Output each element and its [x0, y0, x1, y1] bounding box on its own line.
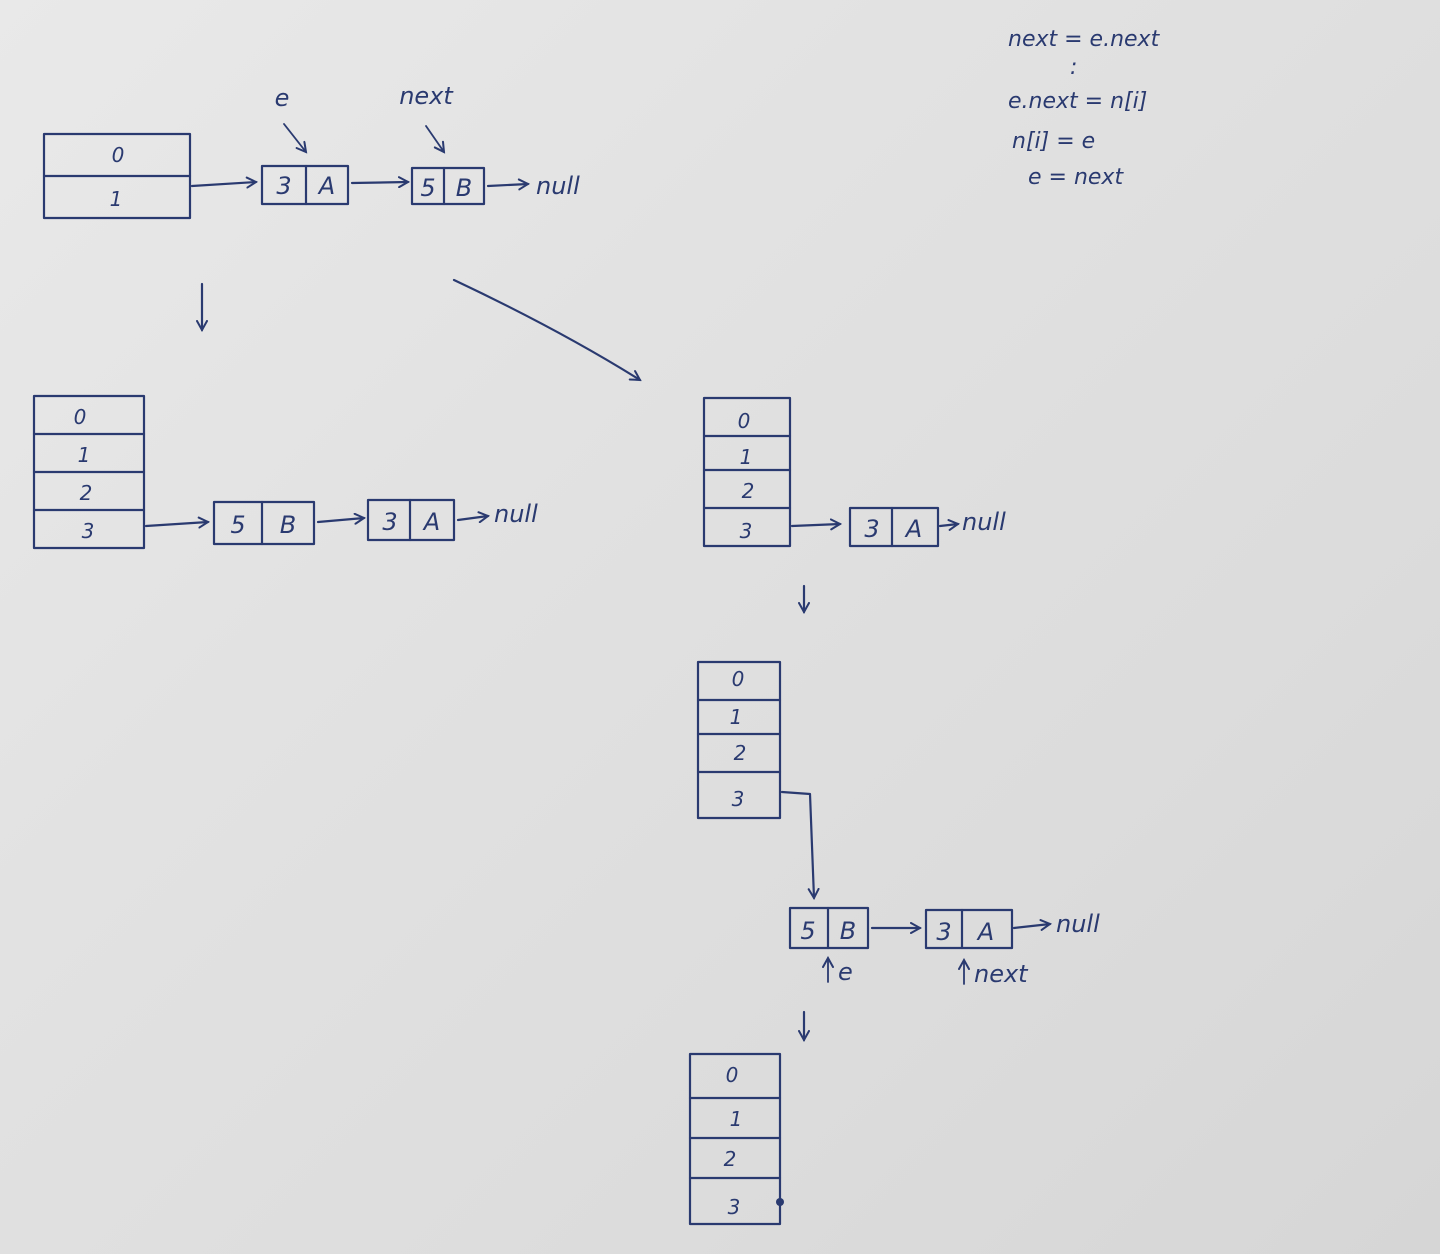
- right-step1-null-label: null: [962, 508, 1006, 536]
- top-link-arrow-1: [350, 182, 408, 183]
- right-step2-cell-0: 0: [732, 667, 745, 691]
- right-step1-node-3A: 3 A: [848, 506, 940, 548]
- right-step2-cell-1: 1: [730, 705, 743, 729]
- left-node-3A-value: A: [422, 508, 440, 536]
- right-step1-link-arrow: [938, 524, 958, 526]
- code-note-line-2: :: [1070, 55, 1077, 80]
- top-table-cell-1: 1: [110, 187, 123, 211]
- left-node-3A-key: 3: [382, 508, 397, 536]
- top-node-3A-value: A: [317, 172, 335, 200]
- left-node-5B-key: 5: [230, 511, 245, 539]
- right-step1-table: 0 1 2 3: [702, 396, 792, 548]
- right-step3-table: 0 1 2 3: [688, 1052, 784, 1226]
- right-step1-cell-2: 2: [742, 479, 755, 503]
- right-step2-node-5B-value: B: [840, 917, 856, 945]
- left-table: 0 1 2 3: [32, 394, 146, 550]
- code-note-line-5: e = next: [1028, 165, 1124, 190]
- left-null-label: null: [494, 500, 538, 528]
- left-table-cell-3: 3: [82, 519, 95, 543]
- top-link-arrow-2: [486, 184, 528, 186]
- right-step3-cell-1: 1: [730, 1107, 743, 1131]
- code-note-line-4: n[i] = e: [1012, 129, 1095, 154]
- left-table-cell-0: 0: [74, 405, 87, 429]
- right-step2-node-3A-value: A: [976, 918, 994, 946]
- top-node-3A: 3 A: [260, 164, 350, 206]
- left-table-cell-2: 2: [80, 481, 93, 505]
- top-node-5B-key: 5: [420, 174, 435, 202]
- right-step1-node-value: A: [904, 515, 922, 543]
- right-step3-cell-3: 3: [728, 1195, 741, 1219]
- right-step2-pointer-e-label: e: [838, 958, 853, 986]
- left-link-arrow-2: [456, 516, 488, 520]
- right-step2-table: 0 1 2 3: [696, 660, 782, 820]
- left-table-cell-1: 1: [78, 443, 91, 467]
- right-step2-cell-2: 2: [734, 741, 747, 765]
- right-step1-cell-3: 3: [740, 519, 753, 543]
- right-step2-link-arrow-2: [1012, 924, 1050, 928]
- right-step1-node-key: 3: [864, 515, 879, 543]
- right-step2-node-3A-key: 3: [936, 918, 951, 946]
- top-node-5B-value: B: [456, 174, 472, 202]
- right-step2-node-5B: 5 B: [788, 906, 870, 950]
- right-step1-cell-1: 1: [740, 445, 753, 469]
- top-node-3A-key: 3: [276, 172, 291, 200]
- right-step2-bucket-arrow: [780, 790, 814, 898]
- right-step2-null-label: null: [1056, 910, 1100, 938]
- code-notes: next = e.next : e.next = n[i] n[i] = e e…: [1008, 27, 1161, 190]
- code-note-line-1: next = e.next: [1008, 27, 1161, 52]
- right-step2-node-5B-key: 5: [800, 917, 815, 945]
- left-link-arrow-1: [316, 518, 364, 522]
- top-table-cell-0: 0: [112, 143, 125, 167]
- left-node-5B-value: B: [280, 511, 296, 539]
- right-step3-dot: [776, 1198, 784, 1206]
- top-pointer-next-label: next: [399, 82, 454, 110]
- step-arrow-right: [452, 278, 640, 382]
- right-step3-cell-0: 0: [726, 1063, 739, 1087]
- top-table: 0 1: [42, 132, 192, 220]
- top-pointer-e-arrow: [283, 123, 306, 152]
- left-node-3A: 3 A: [366, 498, 456, 542]
- right-step3-cell-2: 2: [724, 1147, 737, 1171]
- top-pointer-next-arrow: [425, 125, 444, 152]
- left-bucket-arrow: [144, 522, 208, 526]
- left-node-5B: 5 B: [212, 500, 316, 546]
- right-step2-node-3A: 3 A: [924, 908, 1014, 950]
- top-null-label: null: [536, 172, 580, 200]
- top-bucket-arrow: [190, 182, 256, 186]
- code-note-line-3: e.next = n[i]: [1008, 89, 1147, 114]
- right-step2-cell-3: 3: [732, 787, 745, 811]
- top-pointer-e-label: e: [275, 84, 290, 112]
- right-step1-cell-0: 0: [738, 409, 751, 433]
- right-step2-pointer-next-label: next: [974, 960, 1029, 988]
- right-step1-bucket-arrow: [790, 524, 840, 526]
- top-node-5B: 5 B: [410, 166, 486, 206]
